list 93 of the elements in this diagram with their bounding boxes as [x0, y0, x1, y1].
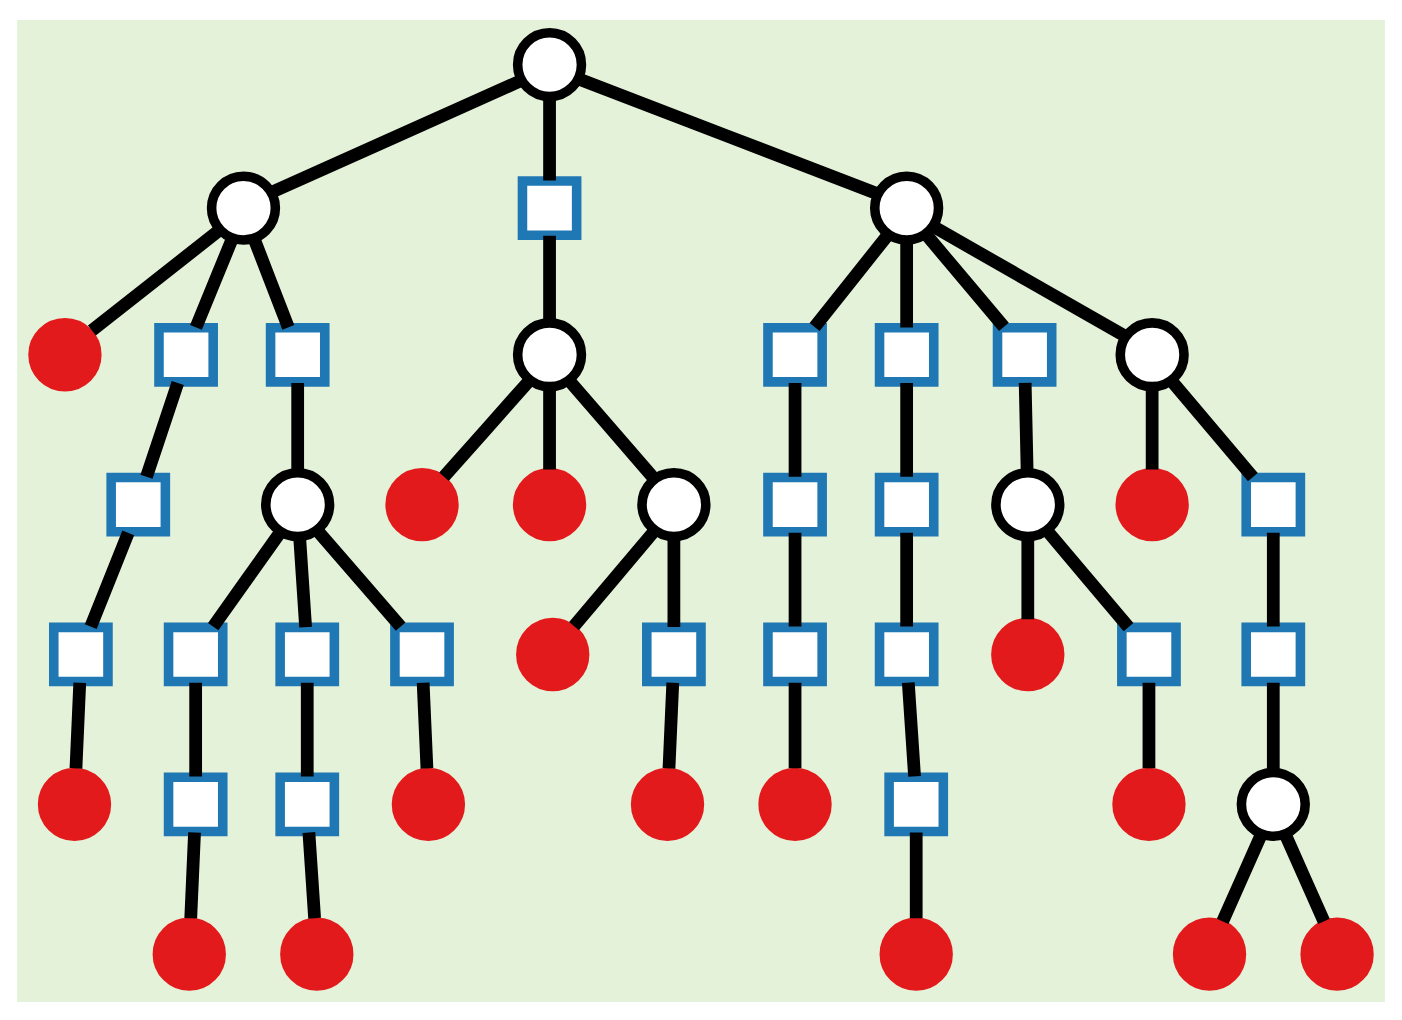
connector	[1216, 831, 1267, 924]
connector	[84, 529, 135, 628]
node-box	[275, 771, 340, 836]
node-dot	[758, 766, 832, 840]
node-dot	[280, 916, 354, 990]
node-circle	[1115, 317, 1189, 391]
connector	[184, 831, 201, 918]
connector	[300, 681, 314, 776]
node-dot	[991, 616, 1065, 691]
node-dot	[1112, 766, 1186, 840]
node-dot	[1115, 466, 1189, 541]
node-circle	[206, 170, 281, 244]
node-dot	[385, 466, 459, 541]
node-box	[390, 621, 454, 686]
node-circle	[991, 466, 1065, 541]
connector	[909, 831, 923, 918]
node-circle	[512, 26, 587, 101]
connector	[269, 73, 524, 198]
connector	[1279, 831, 1330, 924]
connector	[1266, 681, 1280, 771]
connector	[662, 681, 680, 768]
connector	[1266, 531, 1280, 626]
connector	[788, 531, 802, 626]
node-dot	[391, 766, 466, 840]
connector	[900, 240, 914, 327]
node-box	[49, 621, 113, 686]
node-dot	[879, 916, 953, 990]
node-box	[163, 771, 228, 836]
node-box	[517, 175, 582, 239]
connector	[900, 531, 914, 626]
connector	[901, 681, 921, 776]
connector	[312, 525, 406, 630]
node-dot	[28, 317, 102, 391]
node-box	[163, 621, 228, 686]
connector	[1042, 526, 1134, 631]
connector	[929, 219, 1129, 341]
connector	[788, 381, 802, 476]
connector	[667, 535, 681, 627]
node-dot	[516, 616, 590, 691]
connector	[416, 681, 434, 768]
node-box	[874, 321, 939, 386]
node-box	[642, 621, 706, 686]
node-dot	[152, 916, 226, 990]
node-box	[763, 321, 827, 386]
node-box	[154, 321, 218, 386]
node-box	[1241, 471, 1306, 536]
node-box	[265, 321, 330, 386]
connector	[564, 375, 659, 482]
connector	[302, 831, 321, 918]
connector	[569, 526, 659, 630]
connector	[248, 235, 295, 329]
node-circle	[1236, 766, 1310, 840]
connector	[788, 681, 802, 768]
connector	[576, 72, 881, 199]
node-dot	[1172, 916, 1247, 990]
node-circle	[637, 466, 711, 541]
node-circle	[870, 170, 944, 244]
node-box	[874, 621, 939, 686]
node-circle	[261, 466, 335, 541]
connector	[291, 381, 305, 471]
node-box	[874, 471, 939, 536]
connector	[1018, 381, 1034, 471]
node-dot	[512, 466, 587, 541]
connector	[208, 528, 286, 630]
node-box	[763, 621, 827, 686]
node-box	[1241, 621, 1306, 686]
node-dot	[37, 766, 112, 840]
node-dot	[1300, 916, 1374, 990]
connector	[69, 681, 87, 768]
connector	[543, 95, 556, 180]
connector	[190, 234, 239, 329]
connector	[293, 535, 312, 627]
connector	[1021, 535, 1035, 619]
node-box	[275, 621, 340, 686]
node-box	[992, 321, 1057, 386]
connector	[921, 229, 1009, 331]
connector	[900, 381, 914, 476]
connector	[87, 224, 223, 335]
connector	[543, 234, 556, 322]
connector	[140, 379, 184, 478]
node-dot	[630, 766, 705, 840]
node-box	[884, 771, 949, 836]
connector	[1145, 386, 1159, 469]
node-circle	[512, 317, 587, 391]
connector	[439, 375, 535, 480]
connector	[809, 229, 894, 330]
connector	[1142, 681, 1156, 768]
connector	[189, 681, 203, 776]
node-box	[1117, 621, 1181, 686]
node-box	[763, 471, 827, 536]
connector	[543, 386, 556, 469]
connector	[1167, 376, 1258, 481]
node-box	[106, 471, 171, 536]
